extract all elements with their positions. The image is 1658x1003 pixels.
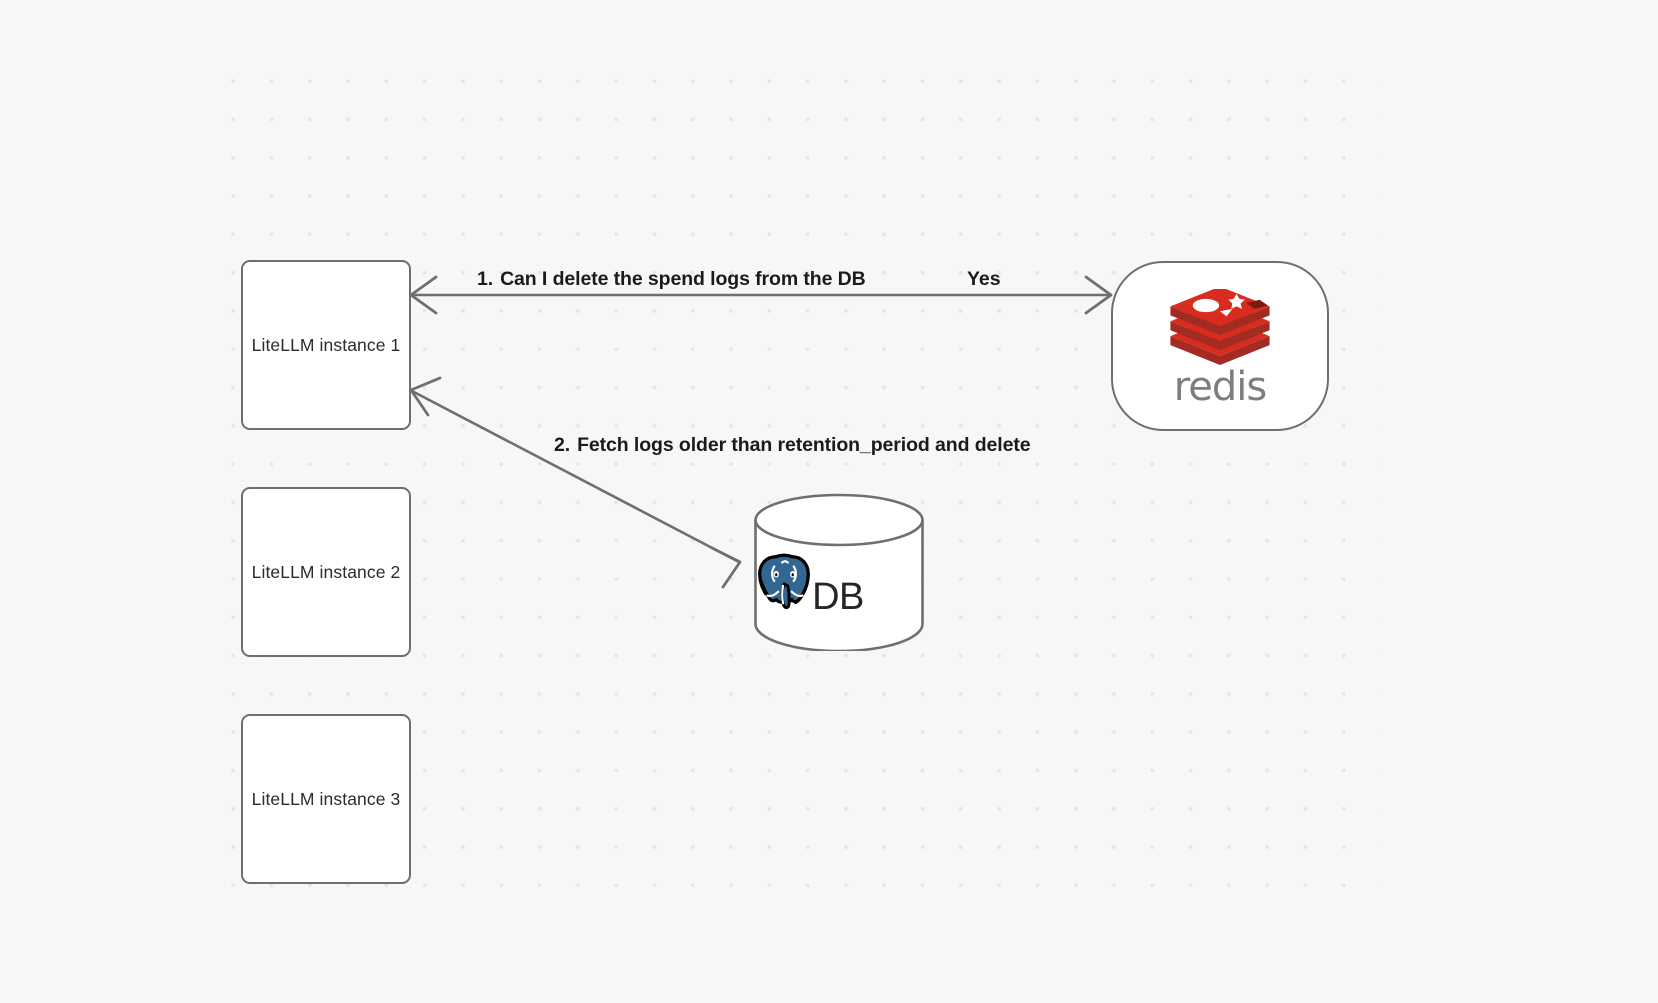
edge-litellm1-db — [409, 376, 742, 589]
edge-label-1-number: 1. — [477, 268, 494, 290]
edge-label-2-number: 2. — [554, 434, 571, 456]
redis-logo-icon — [1170, 289, 1270, 365]
cylinder-shape — [754, 493, 924, 651]
node-litellm-instance-2[interactable]: LiteLLM instance 2 — [241, 487, 411, 657]
database-label: DB — [812, 576, 864, 618]
node-litellm-instance-2-label: LiteLLM instance 2 — [251, 561, 401, 582]
node-database[interactable]: DB — [753, 493, 925, 651]
redis-wordmark: redis — [1173, 364, 1268, 410]
node-redis[interactable]: redis — [1111, 261, 1329, 431]
database-logo-and-label: DB — [753, 551, 925, 643]
node-litellm-instance-1-label: LiteLLM instance 1 — [251, 334, 401, 355]
node-litellm-instance-3-label: LiteLLM instance 3 — [251, 788, 401, 809]
arrowhead-lower-right — [710, 546, 742, 589]
arrowhead-left — [409, 275, 438, 315]
edge-label-1-reply: Yes — [967, 268, 1001, 290]
node-litellm-instance-1[interactable]: LiteLLM instance 1 — [241, 260, 411, 430]
edge-label-1-text: Can I delete the spend logs from the DB — [500, 268, 866, 290]
edge-label-2-text: Fetch logs older than retention_period a… — [577, 434, 1031, 456]
arrowhead-upper-left — [409, 376, 442, 417]
postgresql-elephant-icon — [758, 553, 810, 610]
arrowhead-right — [1084, 275, 1113, 315]
edge-label-1: 1. Can I delete the spend logs from the D… — [477, 268, 866, 291]
edge-label-2: 2. Fetch logs older than retention_period… — [554, 434, 1031, 457]
node-litellm-instance-3[interactable]: LiteLLM instance 3 — [241, 714, 411, 884]
edge-line — [411, 389, 740, 564]
